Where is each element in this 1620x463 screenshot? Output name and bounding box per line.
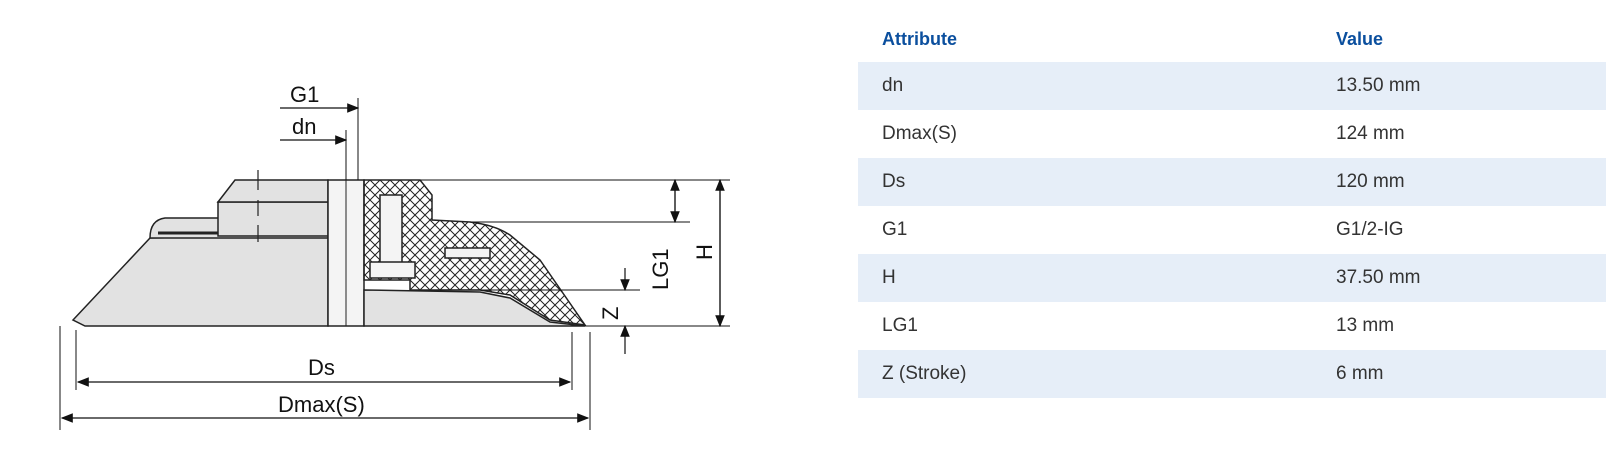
value-cell: 124 mm [1336, 123, 1405, 144]
value-cell: 13 mm [1336, 315, 1395, 336]
table-row: Ds 120 mm [858, 158, 1606, 206]
suction-cup-body [71, 170, 587, 327]
attribute-cell: Ds [858, 158, 1312, 206]
label-dmax: Dmax(S) [278, 392, 365, 417]
suction-cup-cross-section: G1 dn Ds Dmax(S) LG1 H Z [59, 82, 730, 430]
table-row: dn 13.50 mm [858, 62, 1606, 110]
attribute-column-header: Attribute [882, 28, 957, 49]
technical-drawing: G1 dn Ds Dmax(S) LG1 H Z [40, 70, 800, 450]
table-row: Dmax(S) 124 mm [858, 110, 1606, 158]
value-cell: 13.50 mm [1312, 62, 1606, 110]
table-header: Attribute Value [858, 16, 1606, 62]
label-ds: Ds [308, 355, 335, 380]
attribute-table: Attribute Value dn 13.50 mm Dmax(S) 124 … [858, 16, 1606, 398]
value-cell: 37.50 mm [1312, 254, 1606, 302]
attribute-cell: dn [858, 62, 1312, 110]
attribute-cell: G1 [882, 219, 908, 240]
attribute-cell: H [858, 254, 1312, 302]
label-g1: G1 [290, 82, 319, 107]
label-h: H [692, 244, 717, 260]
attribute-cell: Z (Stroke) [858, 350, 1312, 398]
table-header-row: Attribute Value [858, 16, 1606, 62]
attribute-cell: Dmax(S) [882, 123, 957, 144]
table-row: G1 G1/2-IG [858, 206, 1606, 254]
value-cell: 6 mm [1312, 350, 1606, 398]
value-cell: G1/2-IG [1336, 219, 1404, 240]
label-lg1: LG1 [648, 248, 673, 290]
table-row: LG1 13 mm [858, 302, 1606, 350]
table-body: dn 13.50 mm Dmax(S) 124 mm Ds 120 mm G1 … [858, 62, 1606, 398]
dimension-lines [59, 98, 730, 430]
value-column-header: Value [1336, 28, 1384, 49]
attribute-cell: LG1 [882, 315, 918, 336]
dimension-labels: G1 dn Ds Dmax(S) LG1 H Z [278, 82, 717, 417]
label-z: Z [598, 307, 623, 320]
value-cell: 120 mm [1312, 158, 1606, 206]
table-row: Z (Stroke) 6 mm [858, 350, 1606, 398]
table-row: H 37.50 mm [858, 254, 1606, 302]
label-dn: dn [292, 114, 316, 139]
